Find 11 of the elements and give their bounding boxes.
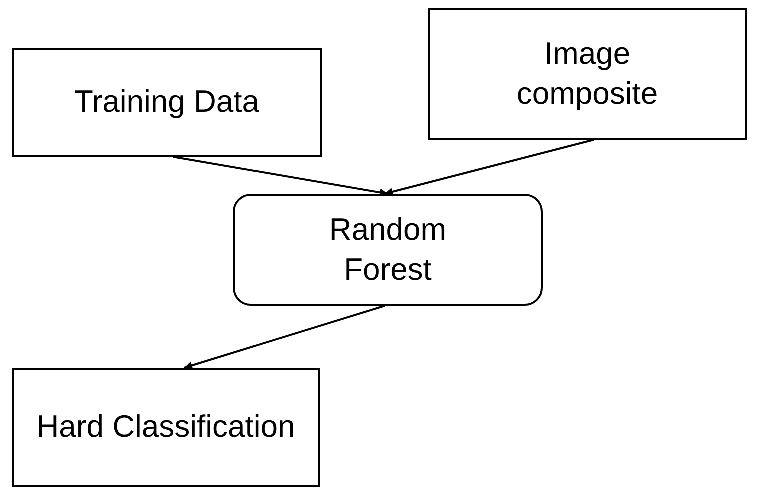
process-box <box>428 8 747 140</box>
node-label: Random Forest <box>329 210 447 289</box>
rounded-process-box <box>233 194 543 306</box>
arrow <box>184 305 386 370</box>
node-label: Hard Classification <box>36 408 296 446</box>
arrow <box>173 156 388 197</box>
node-label: Image composite <box>516 34 660 113</box>
process-box <box>12 48 322 157</box>
process-box <box>12 368 320 487</box>
arrow <box>384 139 594 196</box>
node-label: Training Data <box>74 83 260 122</box>
